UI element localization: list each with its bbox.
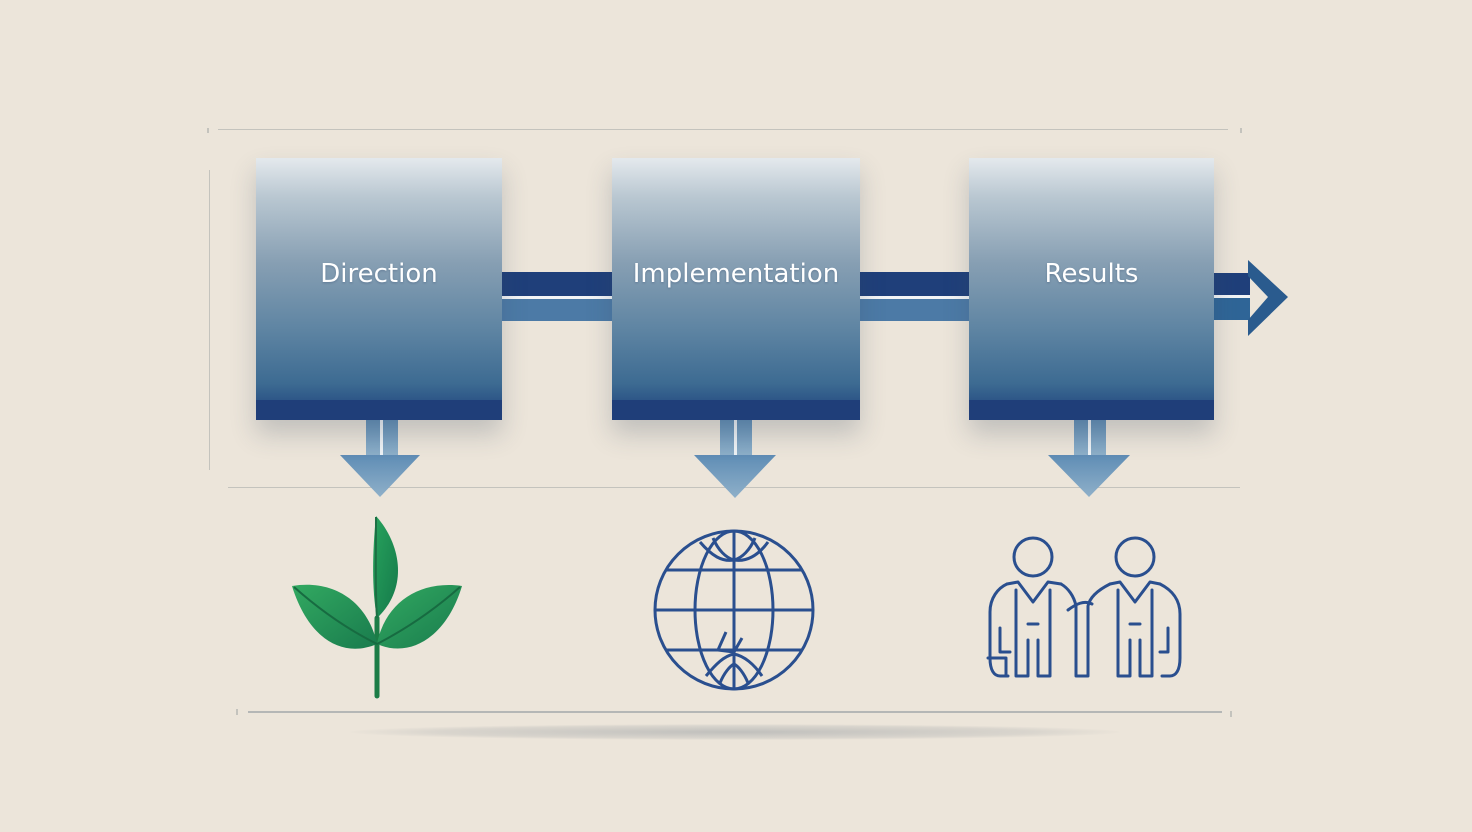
globe-icon: [653, 529, 815, 691]
step-label-direction: Direction: [320, 259, 438, 289]
step-box-implementation: Implementation: [612, 158, 860, 420]
output-arrow: [1212, 260, 1288, 336]
step-box-direction: Direction: [256, 158, 502, 420]
bottom-frame-line: [248, 711, 1222, 713]
right-frame-tick: [1240, 128, 1242, 133]
connector-implementation-results: [858, 272, 970, 321]
bottom-right-tick: [1230, 711, 1232, 717]
down-arrow-3: [1048, 418, 1130, 497]
top-frame-line: [218, 129, 1228, 130]
step-label-results: Results: [1044, 259, 1139, 289]
sprout-icon: [292, 516, 462, 699]
people-icon: [986, 536, 1182, 678]
step-label-implementation: Implementation: [632, 259, 840, 289]
bottom-shadow: [350, 724, 1120, 740]
bottom-left-tick: [236, 709, 238, 715]
left-frame-tick: [207, 128, 209, 133]
down-arrow-2: [694, 418, 776, 498]
left-frame-line: [209, 170, 210, 470]
step-box-results: Results: [969, 158, 1214, 420]
down-arrow-1: [340, 418, 420, 497]
connector-direction-implementation: [498, 272, 614, 321]
